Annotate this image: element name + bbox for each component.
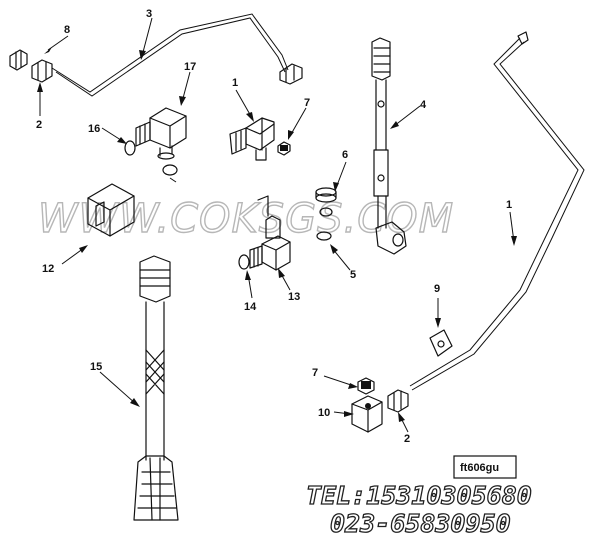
o-ring-under-17 — [162, 164, 178, 176]
callout-14: 14 — [244, 301, 257, 313]
callout-1-upper: 1 — [232, 77, 238, 89]
callout-3: 3 — [146, 8, 152, 20]
callout-leaders — [37, 17, 517, 433]
watermark-text: WWW.COKSGS.COM — [38, 196, 454, 242]
tube-part-4 — [371, 37, 407, 255]
ring-part-5 — [316, 231, 332, 241]
tee-part-10 — [351, 395, 383, 433]
hose-part-15 — [133, 255, 179, 521]
callout-8: 8 — [64, 24, 70, 36]
plug-part-7-lower — [357, 377, 375, 395]
contact-tel: TEL:15310305680 — [306, 481, 532, 510]
figure-code: ft606gu — [460, 462, 499, 474]
tee-part-13 — [249, 195, 291, 271]
tube-part-3 — [51, 13, 303, 97]
fitting-part-8 — [9, 49, 28, 71]
callout-9: 9 — [434, 283, 440, 295]
tube-part-1-right — [409, 31, 585, 391]
callout-2-top: 2 — [36, 119, 42, 131]
nut-part-2-top — [31, 59, 53, 83]
callout-15: 15 — [90, 361, 102, 373]
clip-part-9 — [429, 329, 453, 357]
callout-7-upper: 7 — [304, 97, 310, 109]
plug-part-7-upper — [277, 141, 291, 156]
callout-17: 17 — [184, 61, 196, 73]
contact-alt: 023-65830950 — [330, 509, 511, 538]
callout-2-lower: 2 — [404, 433, 410, 445]
callout-13: 13 — [288, 291, 300, 303]
callout-1-right: 1 — [506, 199, 512, 211]
figure-code-box — [453, 455, 517, 479]
callout-12: 12 — [42, 263, 54, 275]
callout-5: 5 — [350, 269, 356, 281]
callout-6: 6 — [342, 149, 348, 161]
ring-part-6 — [315, 187, 337, 217]
block-part-12 — [87, 183, 135, 237]
o-ring-part-16 — [124, 140, 136, 156]
tee-part-1-upper — [229, 117, 275, 161]
callout-10: 10 — [318, 407, 330, 419]
callout-16: 16 — [88, 123, 100, 135]
callout-4: 4 — [420, 99, 427, 111]
o-ring-part-14 — [238, 254, 250, 270]
callout-7-lower: 7 — [312, 367, 318, 379]
nut-part-2-lower — [387, 389, 409, 413]
elbow-part-17 — [135, 107, 187, 160]
